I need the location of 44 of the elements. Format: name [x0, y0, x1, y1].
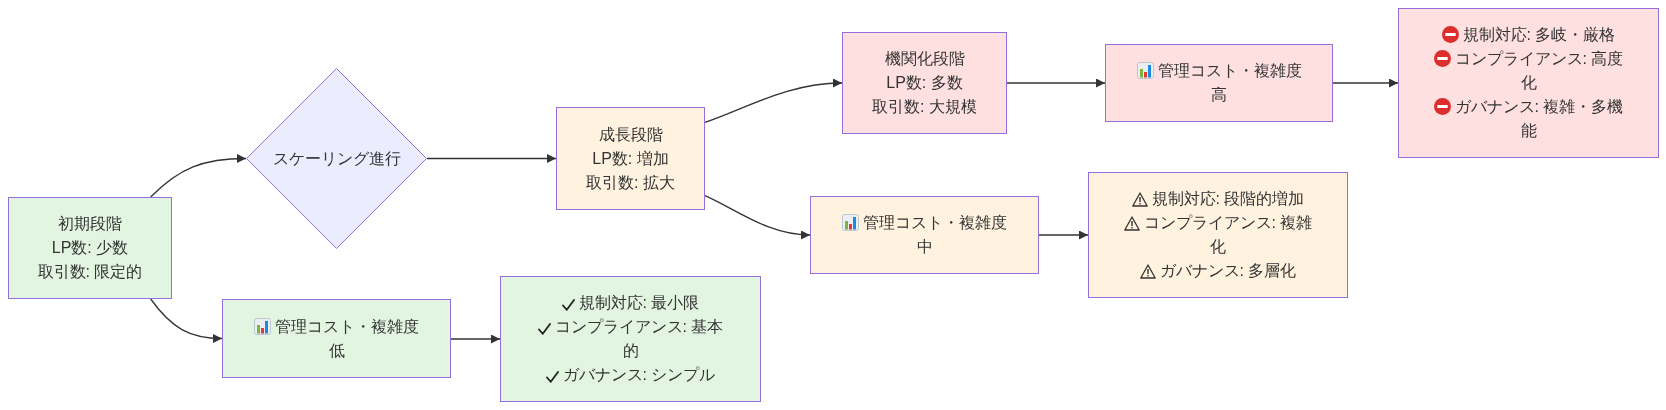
- node-text: コンプライアンス: 基本的: [554, 318, 724, 359]
- arrow: [426, 154, 557, 163]
- process-box: [810, 196, 1039, 274]
- node-text: 規制対応: 多岐・厳格: [1462, 26, 1616, 43]
- decision-diamond: [246, 68, 427, 249]
- process-box: [500, 276, 761, 402]
- node-text: 初期段階: [58, 214, 122, 234]
- node-text: 規制対応: 段階的増加: [1151, 190, 1305, 207]
- node-text: 取引数: 拡大: [586, 172, 675, 193]
- process-box: [1088, 172, 1348, 298]
- node-text: 管理コスト・複雑度: [863, 214, 1007, 231]
- process-box: [8, 197, 172, 299]
- process-box: [1105, 44, 1333, 122]
- node-text: コンプライアンス: 高度化: [1454, 50, 1624, 91]
- node-text: ガバナンス: 複雑・多機能: [1454, 98, 1624, 139]
- node-text: 取引数: 大規模: [872, 97, 977, 117]
- node-text: LP数: 少数: [51, 238, 129, 258]
- arrow: [450, 334, 501, 344]
- process-box: [842, 32, 1007, 134]
- node-text: 管理コスト・複雑度: [1157, 62, 1302, 79]
- arrow: [150, 154, 247, 198]
- arrow: [150, 298, 223, 343]
- node-text: LP数: 多数: [886, 73, 963, 93]
- node-text: 管理コスト・複雑度: [275, 317, 419, 335]
- node-text: コンプライアンス: 複雑化: [1143, 214, 1313, 255]
- process-box: [556, 107, 705, 210]
- arrow: [1038, 230, 1089, 240]
- arrow: [1332, 78, 1399, 88]
- arrow: [704, 78, 843, 124]
- node-text: 規制対応: 最小限: [578, 294, 700, 311]
- node-text: 中: [916, 237, 933, 257]
- node-text: ガバナンス: シンプル: [562, 366, 716, 383]
- node-text: LP数: 増加: [592, 148, 669, 169]
- node-text: スケーリング進行: [272, 148, 401, 169]
- process-box: [1398, 8, 1659, 158]
- node-text: 低: [328, 340, 345, 361]
- node-text: 機関化段階: [884, 49, 965, 69]
- arrow: [704, 194, 811, 240]
- arrow: [1006, 78, 1106, 88]
- node-text: 高: [1211, 85, 1227, 105]
- node-text: 取引数: 限定的: [37, 262, 143, 282]
- node-text: 成長段階: [598, 124, 663, 145]
- node-text: ガバナンス: 多層化: [1159, 262, 1297, 279]
- process-box: [222, 299, 451, 378]
